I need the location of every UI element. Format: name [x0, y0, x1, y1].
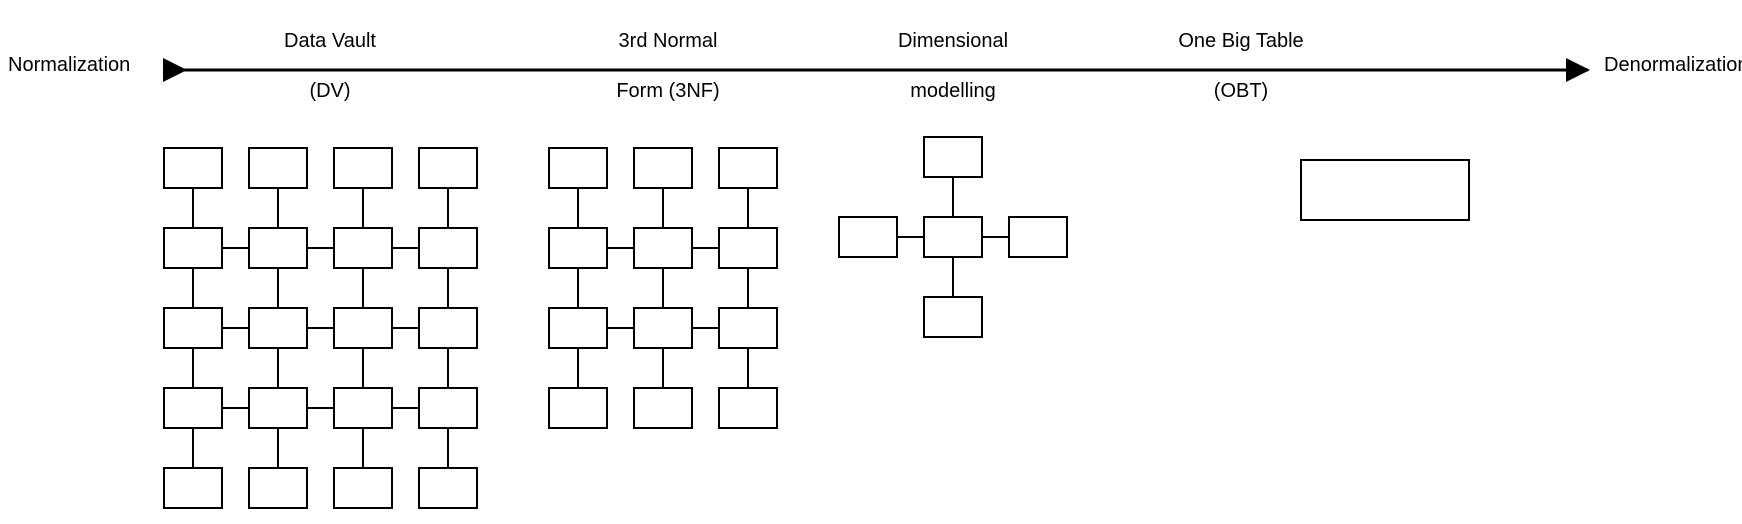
relationship-edge-vertical — [191, 349, 195, 387]
relationship-edge-vertical — [446, 269, 450, 307]
stage-label-data-vault-line1: Data Vault — [284, 30, 376, 52]
table-node — [333, 467, 393, 509]
table-node — [248, 387, 308, 429]
table-node — [633, 147, 693, 189]
table-node — [718, 387, 778, 429]
stage-label-dimensional-modelling-line1: Dimensional — [897, 30, 1009, 52]
relationship-edge-vertical — [446, 189, 450, 227]
relationship-edge-horizontal — [608, 326, 633, 330]
table-node — [418, 387, 478, 429]
table-node — [248, 307, 308, 349]
stage-label-dimensional-modelling: Dimensional modelling — [793, 4, 1113, 129]
relationship-edge-vertical — [576, 189, 580, 227]
relationship-edge-vertical — [446, 349, 450, 387]
one-big-table-node — [1300, 159, 1470, 221]
relationship-edge-vertical — [661, 269, 665, 307]
dimension-table-node — [923, 296, 983, 338]
relationship-edge-vertical — [746, 349, 750, 387]
relationship-edge-vertical — [191, 269, 195, 307]
stage-label-3nf-line2: Form (3NF) — [616, 80, 720, 102]
axis-label-denormalization: Denormalization — [1604, 54, 1742, 76]
table-node — [333, 147, 393, 189]
table-node — [163, 147, 223, 189]
stage-label-one-big-table-line1: One Big Table — [1178, 30, 1304, 52]
table-node — [163, 307, 223, 349]
relationship-edge-vertical — [276, 269, 280, 307]
relationship-edge-horizontal — [983, 235, 1008, 239]
table-node — [163, 467, 223, 509]
relationship-edge-vertical — [276, 189, 280, 227]
table-node — [333, 387, 393, 429]
relationship-edge-vertical — [951, 178, 955, 216]
table-node — [333, 227, 393, 269]
table-node — [548, 147, 608, 189]
relationship-edge-vertical — [361, 269, 365, 307]
table-node — [333, 307, 393, 349]
relationship-edge-horizontal — [393, 406, 418, 410]
table-node — [718, 147, 778, 189]
relationship-edge-horizontal — [223, 326, 248, 330]
table-node — [248, 467, 308, 509]
table-node — [633, 387, 693, 429]
relationship-edge-horizontal — [898, 235, 923, 239]
table-node — [163, 227, 223, 269]
table-node — [163, 387, 223, 429]
relationship-edge-horizontal — [393, 246, 418, 250]
relationship-edge-vertical — [746, 189, 750, 227]
table-node — [248, 147, 308, 189]
relationship-edge-horizontal — [308, 246, 333, 250]
table-node — [548, 387, 608, 429]
table-node — [633, 227, 693, 269]
stage-label-one-big-table-line2: (OBT) — [1213, 80, 1269, 102]
relationship-edge-vertical — [191, 189, 195, 227]
table-node — [548, 307, 608, 349]
table-node — [248, 227, 308, 269]
relationship-edge-horizontal — [393, 326, 418, 330]
relationship-edge-horizontal — [693, 246, 718, 250]
table-node — [718, 307, 778, 349]
relationship-edge-vertical — [951, 258, 955, 296]
table-node — [633, 307, 693, 349]
relationship-edge-horizontal — [608, 246, 633, 250]
relationship-edge-vertical — [661, 189, 665, 227]
relationship-edge-vertical — [661, 349, 665, 387]
dimension-table-node — [923, 136, 983, 178]
dimension-table-node — [838, 216, 898, 258]
relationship-edge-vertical — [276, 349, 280, 387]
relationship-edge-vertical — [746, 269, 750, 307]
relationship-edge-horizontal — [693, 326, 718, 330]
table-node — [418, 227, 478, 269]
dimension-table-node — [1008, 216, 1068, 258]
table-node — [418, 467, 478, 509]
relationship-edge-vertical — [576, 269, 580, 307]
stage-label-data-vault: Data Vault (DV) — [170, 4, 490, 129]
stage-label-3nf-line1: 3rd Normal — [618, 30, 718, 52]
relationship-edge-horizontal — [223, 406, 248, 410]
relationship-edge-vertical — [361, 189, 365, 227]
stage-label-dimensional-modelling-line2: modelling — [910, 80, 996, 102]
table-node — [718, 227, 778, 269]
relationship-edge-vertical — [276, 429, 280, 467]
stage-label-data-vault-line2: (DV) — [309, 80, 351, 102]
stage-label-3nf: 3rd Normal Form (3NF) — [508, 4, 828, 129]
relationship-edge-horizontal — [223, 246, 248, 250]
axis-label-normalization: Normalization — [8, 54, 131, 76]
relationship-edge-vertical — [576, 349, 580, 387]
table-node — [418, 147, 478, 189]
relationship-edge-vertical — [361, 349, 365, 387]
relationship-edge-horizontal — [308, 406, 333, 410]
relationship-edge-vertical — [446, 429, 450, 467]
stage-label-one-big-table: One Big Table (OBT) — [1081, 4, 1401, 129]
relationship-edge-horizontal — [308, 326, 333, 330]
table-node — [548, 227, 608, 269]
table-node — [418, 307, 478, 349]
relationship-edge-vertical — [191, 429, 195, 467]
fact-table-node — [923, 216, 983, 258]
relationship-edge-vertical — [361, 429, 365, 467]
